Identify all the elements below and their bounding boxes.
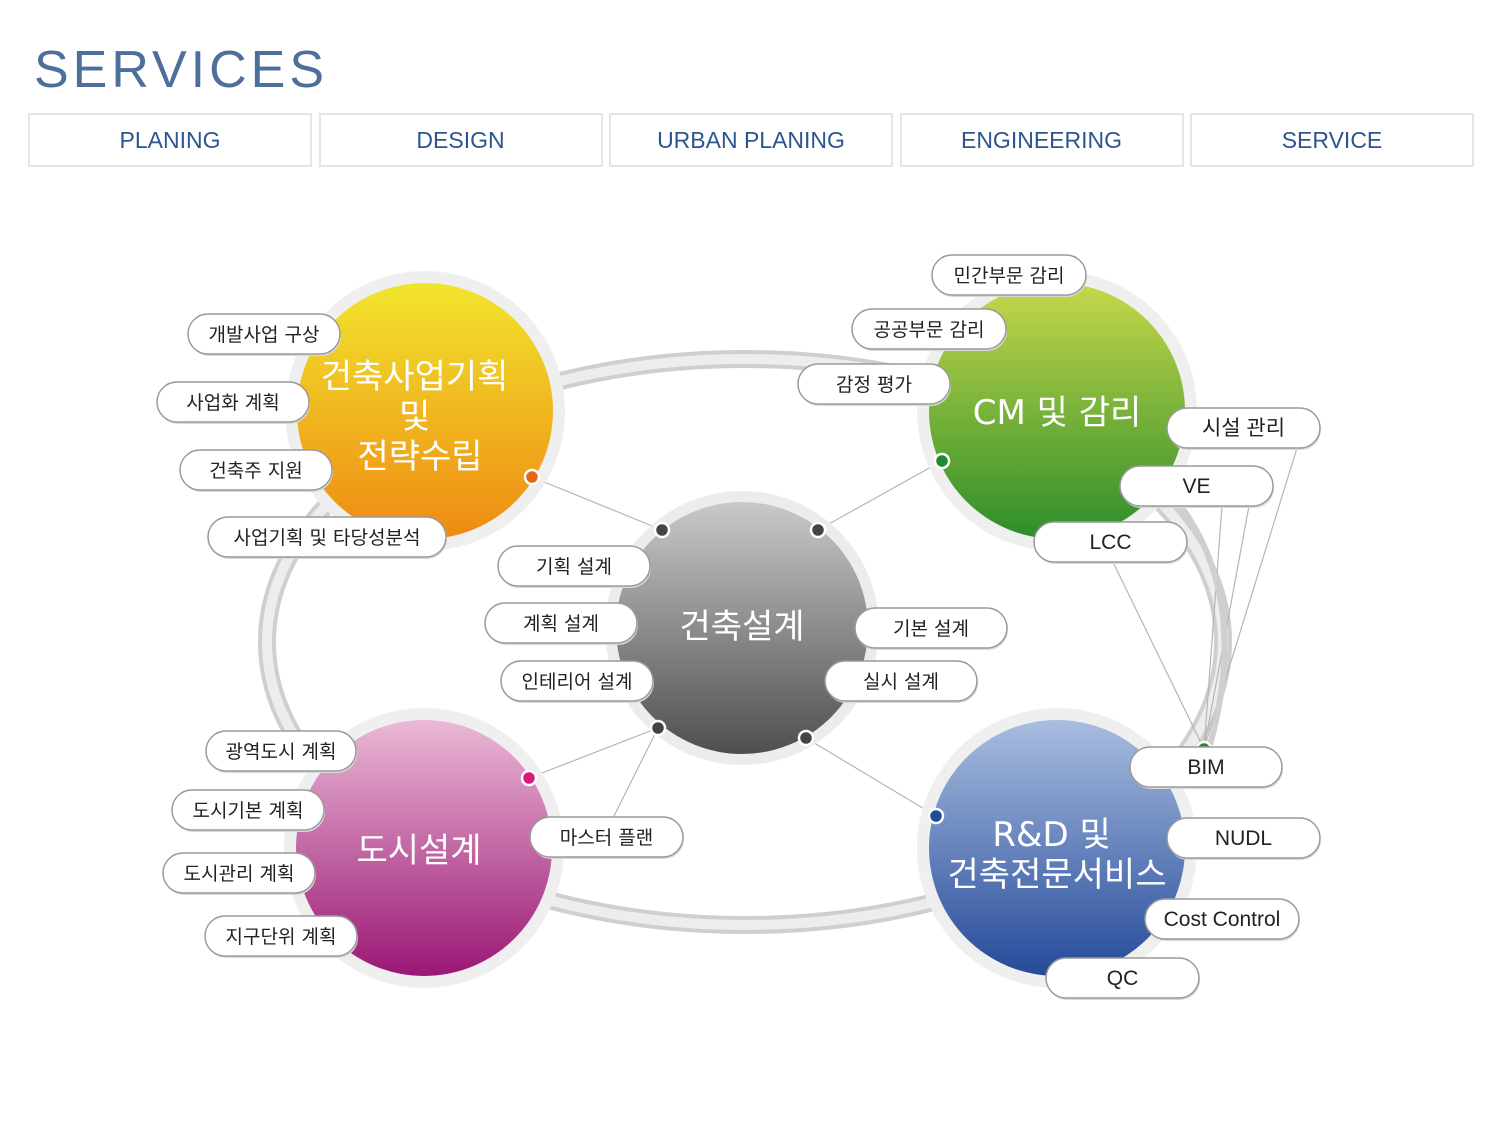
pill-label: NUDL xyxy=(1215,827,1272,850)
pill-label: 공공부문 감리 xyxy=(874,319,985,341)
pill-background xyxy=(187,313,341,355)
pill-cm-2[interactable]: 감정 평가 xyxy=(797,363,951,406)
pill-label: 시설 관리 xyxy=(1202,417,1285,440)
pill-planning-0[interactable]: 개발사업 구상 xyxy=(187,313,341,356)
pill-background xyxy=(204,915,358,957)
tab-planing[interactable]: PLANING xyxy=(28,113,312,167)
pill-label: LCC xyxy=(1089,531,1131,554)
pill-label: 기획 설계 xyxy=(536,556,612,578)
hub-urban-title: 도시설계 xyxy=(356,831,481,871)
pill-background xyxy=(179,449,333,491)
pill-urban-4[interactable]: 마스터 플랜 xyxy=(529,816,684,859)
pill-background xyxy=(851,308,1007,350)
pill-design-left-0[interactable]: 기획 설계 xyxy=(497,545,651,588)
pill-background xyxy=(1166,817,1321,859)
tab-urban-planing[interactable]: URBAN PLANING xyxy=(609,113,893,167)
pill-background xyxy=(162,852,316,894)
pill-background xyxy=(500,660,654,702)
pill-urban-3[interactable]: 지구단위 계획 xyxy=(204,915,358,958)
pill-label: 기본 설계 xyxy=(893,618,969,640)
pill-background xyxy=(1119,465,1274,507)
pill-planning-2[interactable]: 건축주 지원 xyxy=(179,449,333,492)
pill-label: 감정 평가 xyxy=(836,374,912,396)
pill-label: 건축주 지원 xyxy=(209,460,302,482)
pill-background xyxy=(854,607,1008,649)
pill-design-right-1[interactable]: 실시 설계 xyxy=(824,660,978,703)
services-tab-bar: PLANING DESIGN URBAN PLANING ENGINEERING… xyxy=(28,113,1474,171)
pill-background xyxy=(1129,746,1283,788)
pill-background xyxy=(1166,407,1321,449)
pill-background xyxy=(484,602,638,644)
pill-background xyxy=(1033,521,1188,563)
pill-label: 지구단위 계획 xyxy=(226,926,337,948)
tab-service[interactable]: SERVICE xyxy=(1190,113,1474,167)
pill-label: 광역도시 계획 xyxy=(226,741,337,763)
hub-design-title: 건축설계 xyxy=(679,607,804,647)
tab-engineering[interactable]: ENGINEERING xyxy=(899,113,1184,167)
pill-background xyxy=(529,816,684,858)
pill-label: 민간부문 감리 xyxy=(954,265,1065,287)
pill-label: Cost Control xyxy=(1164,908,1281,931)
page-title: SERVICES xyxy=(34,41,329,99)
tab-design[interactable]: DESIGN xyxy=(318,113,603,167)
pill-cm-1[interactable]: 공공부문 감리 xyxy=(851,308,1007,351)
pill-label: VE xyxy=(1182,475,1210,498)
pill-label: BIM xyxy=(1187,756,1224,779)
pill-urban-1[interactable]: 도시기본 계획 xyxy=(171,789,325,832)
pill-rnd-0[interactable]: BIM xyxy=(1129,746,1283,789)
pill-rnd-3[interactable]: QC xyxy=(1045,957,1200,1000)
pill-background xyxy=(205,730,357,772)
pill-cm-4[interactable]: VE xyxy=(1119,465,1274,508)
pill-background xyxy=(797,363,951,405)
pill-background xyxy=(931,254,1087,296)
pill-design-left-2[interactable]: 인테리어 설계 xyxy=(500,660,654,703)
pill-design-right-0[interactable]: 기본 설계 xyxy=(854,607,1008,650)
pill-background xyxy=(171,789,325,831)
pill-planning-3[interactable]: 사업기획 및 타당성분석 xyxy=(207,516,447,559)
pill-label: 실시 설계 xyxy=(863,671,939,693)
pill-background xyxy=(497,545,651,587)
hub-rnd-title: R&D 및 건축전문서비스 xyxy=(948,815,1167,895)
pill-background xyxy=(824,660,978,702)
pill-label: 사업기획 및 타당성분석 xyxy=(234,527,421,549)
hub-urban-circle[interactable] xyxy=(296,720,552,976)
hub-design-circle[interactable] xyxy=(616,502,868,754)
pill-label: QC xyxy=(1107,967,1139,990)
pill-label: 계획 설계 xyxy=(523,613,599,635)
pill-label: 인테리어 설계 xyxy=(522,671,633,693)
pill-cm-3[interactable]: 시설 관리 xyxy=(1166,407,1321,450)
pill-urban-2[interactable]: 도시관리 계획 xyxy=(162,852,316,895)
hub-cm-title: CM 및 감리 xyxy=(973,393,1142,433)
pill-label: 개발사업 구상 xyxy=(209,324,320,346)
pill-background xyxy=(156,381,310,423)
pill-urban-0[interactable]: 광역도시 계획 xyxy=(205,730,357,773)
pill-planning-1[interactable]: 사업화 계획 xyxy=(156,381,310,424)
pill-label: 도시관리 계획 xyxy=(184,863,295,885)
pill-background xyxy=(1045,957,1200,999)
pill-label: 도시기본 계획 xyxy=(193,800,304,822)
pill-label: 사업화 계획 xyxy=(186,392,279,414)
pill-rnd-1[interactable]: NUDL xyxy=(1166,817,1321,860)
pill-cm-5[interactable]: LCC xyxy=(1033,521,1188,564)
hub-planning-title: 건축사업기획 및 전략수립 xyxy=(321,357,520,477)
hub-rnd-circle[interactable] xyxy=(929,720,1185,976)
pill-rnd-2[interactable]: Cost Control xyxy=(1144,898,1300,941)
hub-planning-circle[interactable] xyxy=(297,283,553,539)
pill-cm-0[interactable]: 민간부문 감리 xyxy=(931,254,1087,297)
pill-background xyxy=(207,516,447,558)
pill-design-left-1[interactable]: 계획 설계 xyxy=(484,602,638,645)
pill-background xyxy=(1144,898,1300,940)
pill-label: 마스터 플랜 xyxy=(560,827,653,849)
